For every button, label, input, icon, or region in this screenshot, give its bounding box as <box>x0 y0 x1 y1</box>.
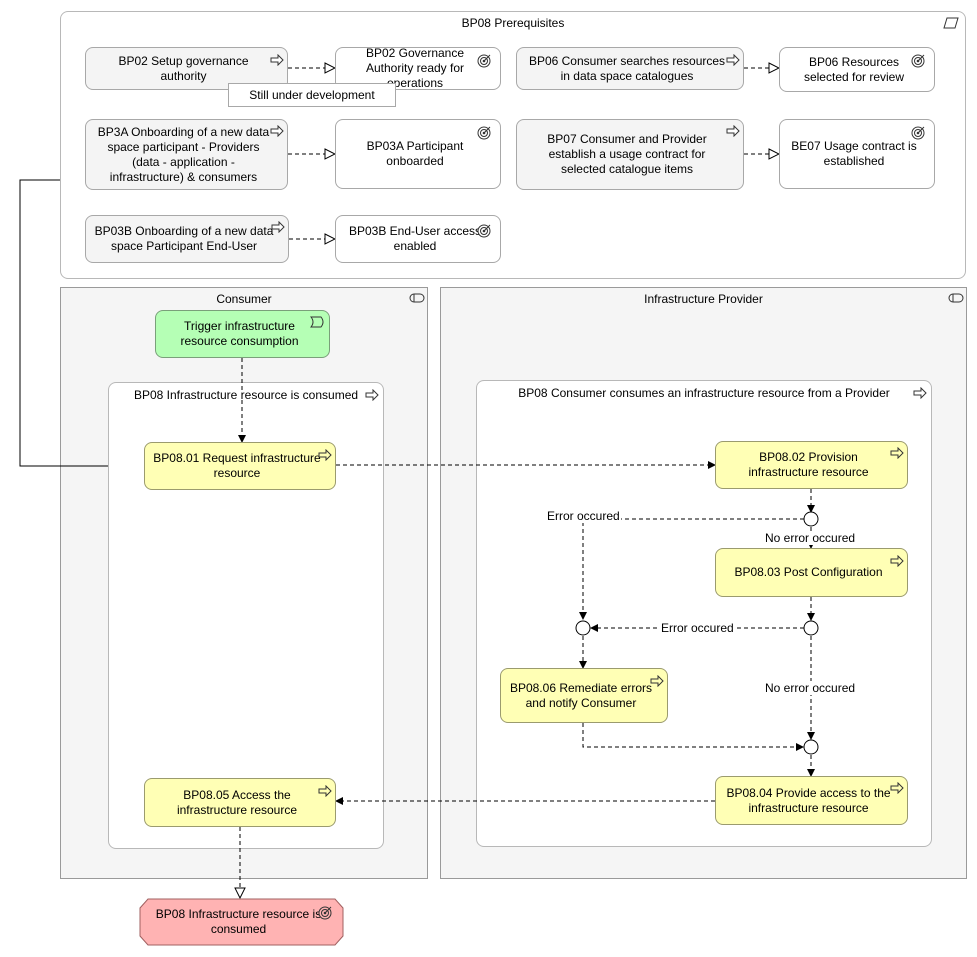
process-arrow-icon <box>726 125 740 137</box>
bp02-setup-label: BP02 Setup governance authority <box>118 53 249 83</box>
bp0802-node[interactable]: BP08.02 Provision infrastructure resourc… <box>715 441 908 489</box>
provider-process-title: BP08 Consumer consumes an infrastructure… <box>518 386 890 400</box>
process-arrow-icon <box>271 221 285 233</box>
process-arrow-icon <box>318 785 332 797</box>
junction <box>575 620 591 636</box>
end-event-node[interactable]: BP08 Infrastructure resource is consumed <box>139 898 344 946</box>
error-label-2: Error occured <box>660 621 735 635</box>
bp0806-node[interactable]: BP08.06 Remediate errors and notify Cons… <box>500 668 668 723</box>
event-flag-icon <box>310 316 324 328</box>
target-icon <box>318 906 332 920</box>
development-note: Still under development <box>228 83 396 107</box>
no-error-label-1: No error occured <box>764 531 857 545</box>
process-arrow-icon <box>726 54 740 66</box>
bp03a-done-node[interactable]: BP03A Participant onboarded <box>335 119 501 189</box>
prerequisites-title: BP08 Prerequisites <box>461 16 565 30</box>
junction <box>803 739 819 755</box>
no-error-label-2: No error occured <box>764 681 857 695</box>
process-arrow-icon <box>890 782 904 794</box>
actor-icon <box>948 293 964 303</box>
grouping-icon <box>943 17 959 29</box>
trigger-node[interactable]: Trigger infrastructure resource consumpt… <box>155 310 330 358</box>
process-arrow-icon <box>913 387 927 399</box>
bp0803-label: BP08.03 Post Configuration <box>734 565 883 579</box>
bp0806-label: BP08.06 Remediate errors and notify Cons… <box>509 680 653 710</box>
process-arrow-icon <box>890 555 904 567</box>
bp06-search-node[interactable]: BP06 Consumer searches resources in data… <box>516 47 744 90</box>
consumer-process-title: BP08 Infrastructure resource is consumed <box>133 388 359 402</box>
bp0804-label: BP08.04 Provide access to the infrastruc… <box>726 785 891 815</box>
target-icon <box>477 224 491 238</box>
error-label-1: Error occured <box>546 509 621 523</box>
provider-lane-title: Infrastructure Provider <box>644 292 763 306</box>
bp02-ready-node[interactable]: BP02 Governance Authority ready for oper… <box>335 46 501 90</box>
bp03b-done-node[interactable]: BP03B End-User access enabled <box>335 215 501 263</box>
bp03a-done-label: BP03A Participant onboarded <box>366 139 464 168</box>
bp0801-node[interactable]: BP08.01 Request infrastructure resource <box>144 442 336 490</box>
bp0804-node[interactable]: BP08.04 Provide access to the infrastruc… <box>715 776 908 825</box>
bp0805-label: BP08.05 Access the infrastructure resour… <box>176 787 298 817</box>
process-arrow-icon <box>365 389 379 401</box>
process-arrow-icon <box>650 675 664 687</box>
bp0801-label: BP08.01 Request infrastructure resource <box>153 451 321 480</box>
process-arrow-icon <box>270 125 284 137</box>
process-arrow-icon <box>890 447 904 459</box>
target-icon <box>477 126 491 140</box>
bp03b-done-label: BP03B End-User access enabled <box>348 224 482 253</box>
trigger-label: Trigger infrastructure resource consumpt… <box>180 319 299 348</box>
development-note-label: Still under development <box>249 88 375 102</box>
consumer-lane-title: Consumer <box>216 292 272 306</box>
bp3a-onboard-label: BP3A Onboarding of a new data space part… <box>97 124 270 184</box>
end-event-label: BP08 Infrastructure resource is consumed <box>155 907 322 936</box>
bp07-contract-label: BP07 Consumer and Provider establish a u… <box>547 132 707 176</box>
bp0805-node[interactable]: BP08.05 Access the infrastructure resour… <box>144 778 336 827</box>
bp3a-onboard-node[interactable]: BP3A Onboarding of a new data space part… <box>85 119 288 190</box>
be07-done-node[interactable]: BE07 Usage contract is established <box>779 119 935 189</box>
bp06-search-label: BP06 Consumer searches resources in data… <box>528 53 726 83</box>
bp07-contract-node[interactable]: BP07 Consumer and Provider establish a u… <box>516 119 744 190</box>
process-arrow-icon <box>318 449 332 461</box>
junction <box>803 620 819 636</box>
bp0802-label: BP08.02 Provision infrastructure resourc… <box>748 450 869 479</box>
bp02-setup-node[interactable]: BP02 Setup governance authority <box>85 47 288 90</box>
bp02-ready-label: BP02 Governance Authority ready for oper… <box>365 46 465 90</box>
target-icon <box>911 126 925 140</box>
junction <box>803 511 819 527</box>
bp0803-node[interactable]: BP08.03 Post Configuration <box>715 548 908 597</box>
bp03b-onboard-label: BP03B Onboarding of a new data space Par… <box>94 224 274 253</box>
actor-icon <box>409 293 425 303</box>
bp06-selected-label: BP06 Resources selected for review <box>803 54 905 84</box>
target-icon <box>477 54 491 68</box>
bp06-selected-node[interactable]: BP06 Resources selected for review <box>779 47 935 92</box>
target-icon <box>911 54 925 68</box>
process-arrow-icon <box>270 54 284 66</box>
bp03b-onboard-node[interactable]: BP03B Onboarding of a new data space Par… <box>85 215 289 263</box>
end-event-shape[interactable] <box>139 898 344 946</box>
be07-done-label: BE07 Usage contract is established <box>791 139 917 168</box>
